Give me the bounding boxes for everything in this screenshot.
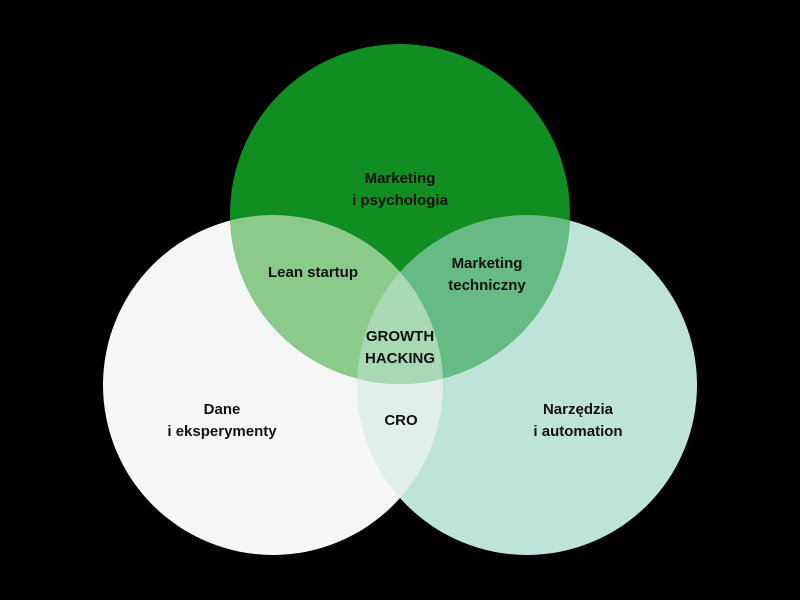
label-right-region: Narzędzia i automation (533, 399, 622, 443)
label-right-line-2: i automation (533, 423, 623, 440)
label-top-left-overlap: Lean startup (268, 262, 358, 284)
label-top-line-2: i psychologia (352, 192, 448, 209)
label-left-region: Dane i eksperymenty (167, 399, 276, 443)
overlap-top-left (230, 215, 443, 384)
label-top-right-line-2: techniczny (448, 277, 526, 294)
label-left-right-overlap: CRO (384, 410, 417, 432)
label-top-region: Marketing i psychologia (352, 168, 448, 212)
label-lean-startup: Lean startup (267, 264, 359, 281)
label-left-line-1: Dane (203, 401, 241, 418)
label-top-right-line-1: Marketing (451, 255, 523, 272)
label-left-line-2: i eksperymenty (167, 423, 277, 440)
label-top-right-overlap: Marketing techniczny (448, 253, 526, 297)
label-center-line-2: HACKING (365, 350, 435, 367)
label-center-overlap: GROWTH HACKING (365, 326, 435, 370)
label-right-line-1: Narzędzia (542, 401, 614, 418)
overlap-top-right (357, 215, 570, 384)
label-cro: CRO (384, 412, 418, 429)
label-top-line-1: Marketing (364, 170, 436, 187)
label-center-line-1: GROWTH (365, 328, 435, 345)
